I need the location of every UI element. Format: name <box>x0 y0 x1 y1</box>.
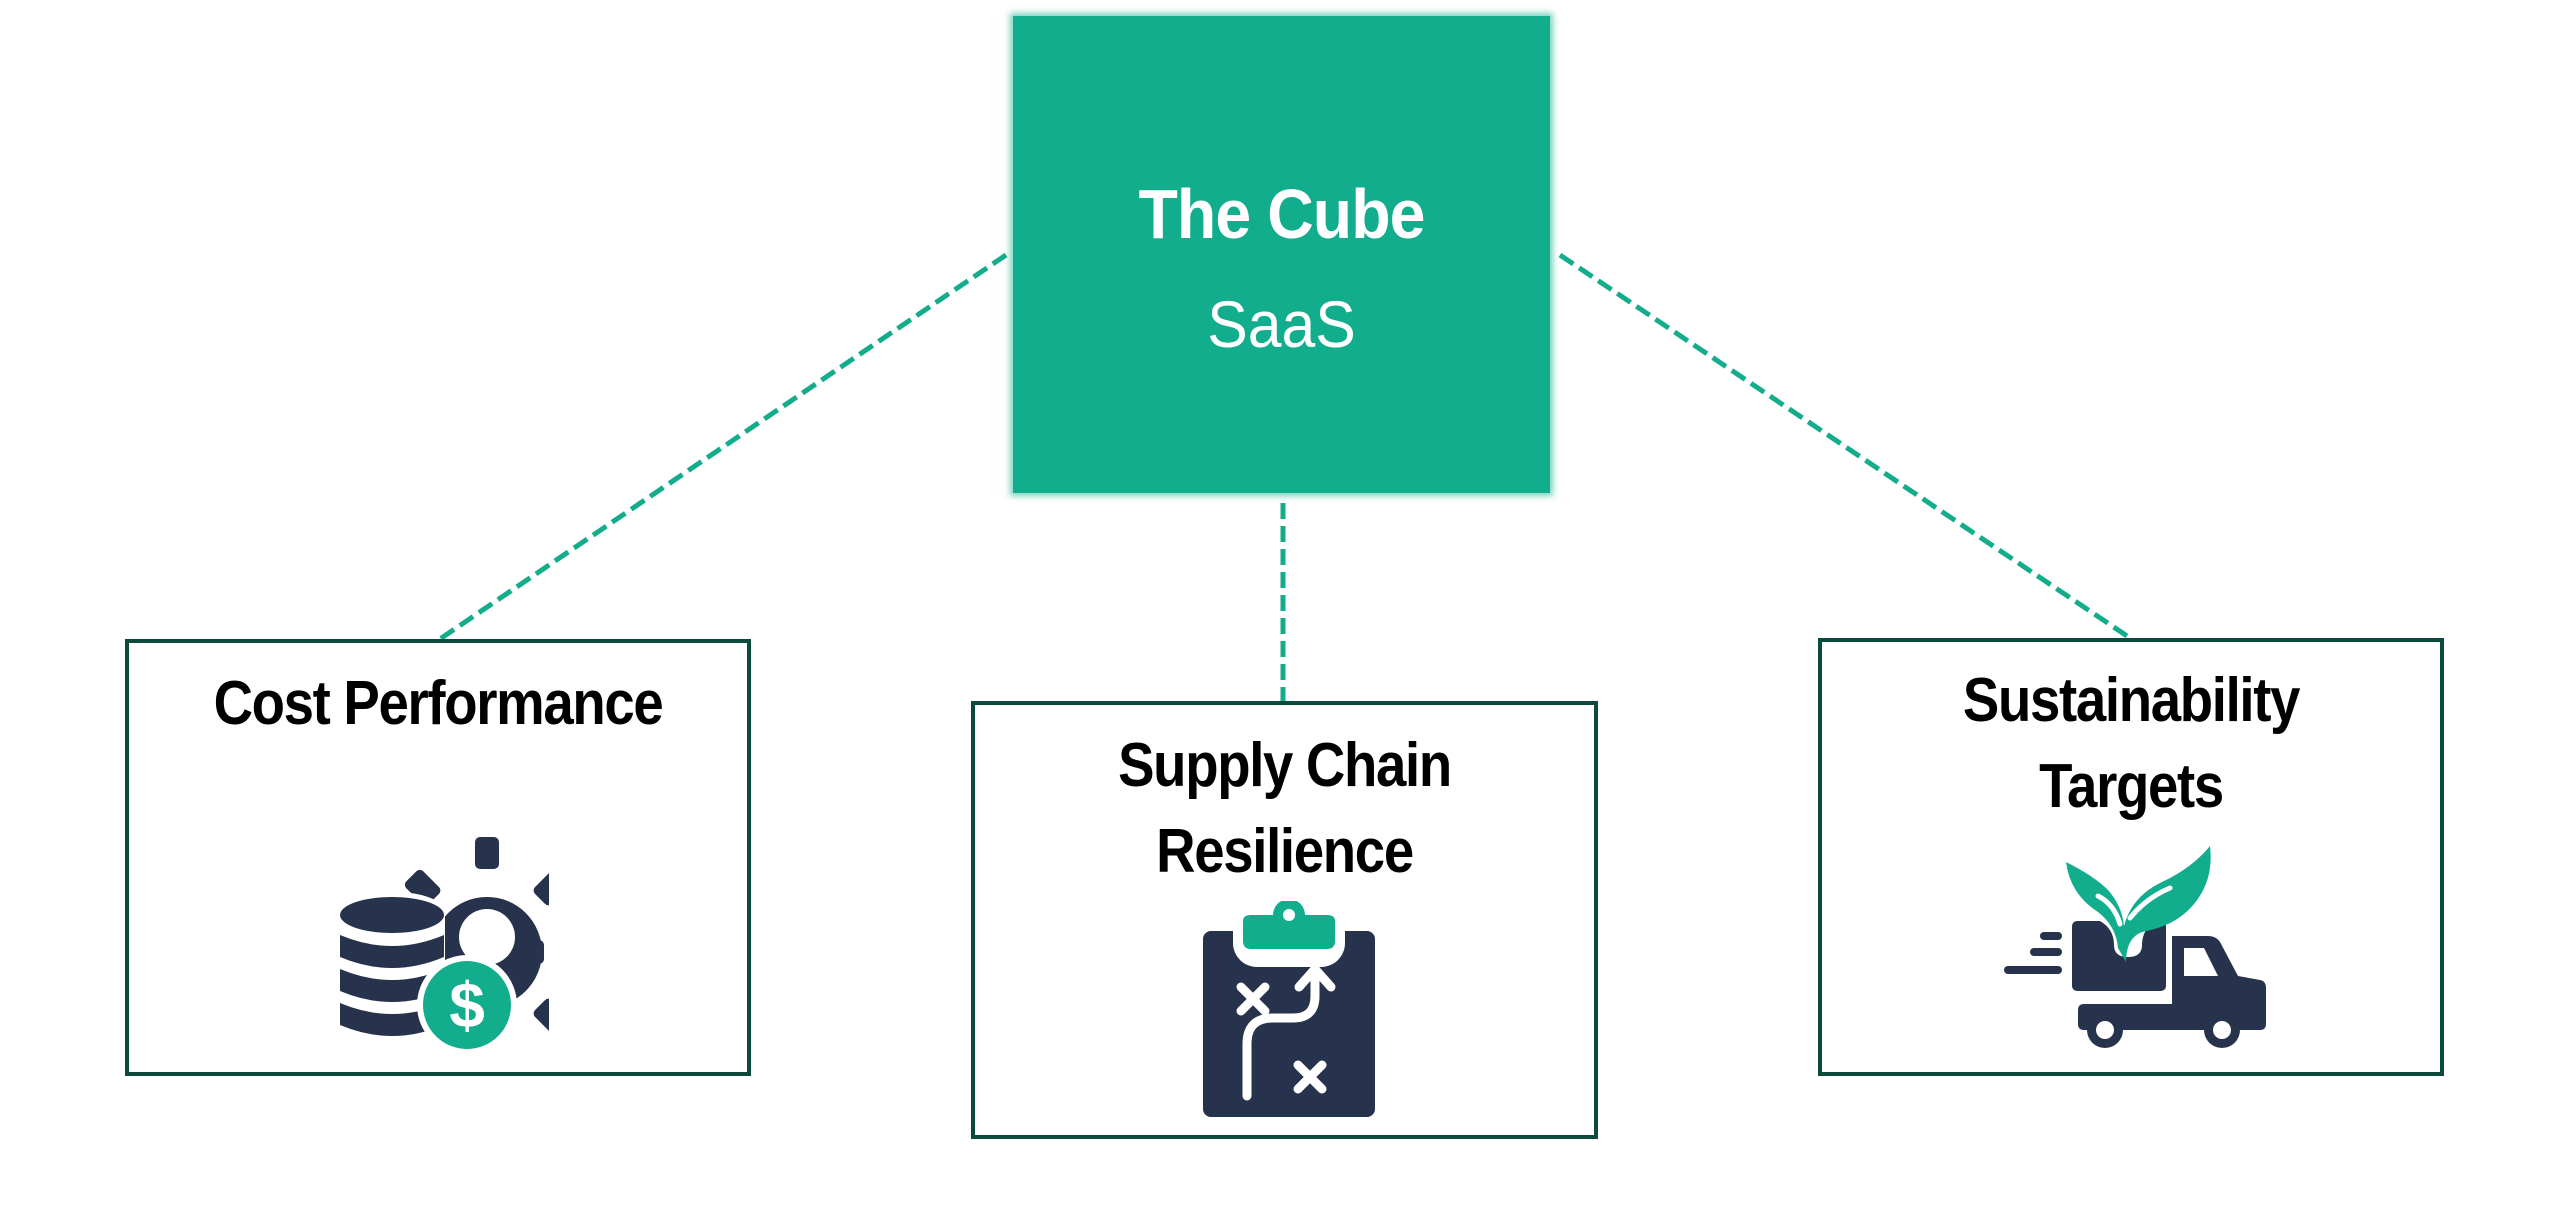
clipboard-strategy-icon <box>1203 901 1375 1117</box>
hub-subtitle: SaaS <box>1207 287 1356 361</box>
connector-hub-to-cost <box>438 252 1008 642</box>
eco-delivery-truck-icon <box>2004 846 2266 1048</box>
database-gear-dollar-icon: $ <box>339 837 549 1052</box>
svg-text:$: $ <box>449 969 485 1041</box>
pillar-title: Supply Chain Resilience <box>1012 723 1557 895</box>
pillar-title: Cost Performance <box>213 669 664 738</box>
pillar-title-line1: Supply Chain <box>1118 731 1452 800</box>
connector-hub-to-sustainability <box>1558 252 2132 641</box>
pillar-cost-performance: Cost Performance $ <box>125 639 751 1076</box>
pillar-title-line2: Targets <box>2039 752 2224 821</box>
pillar-title-line2: Resilience <box>1156 817 1414 886</box>
hub-box: The Cube SaaS <box>1013 16 1550 493</box>
pillar-supply-chain-resilience: Supply Chain Resilience <box>971 701 1598 1139</box>
pillar-sustainability-targets: Sustainability Targets <box>1818 638 2444 1076</box>
pillar-title: Sustainability Targets <box>1859 658 2403 830</box>
hub-title: The Cube <box>1138 175 1425 253</box>
pillar-title-line1: Sustainability <box>1962 666 2301 735</box>
